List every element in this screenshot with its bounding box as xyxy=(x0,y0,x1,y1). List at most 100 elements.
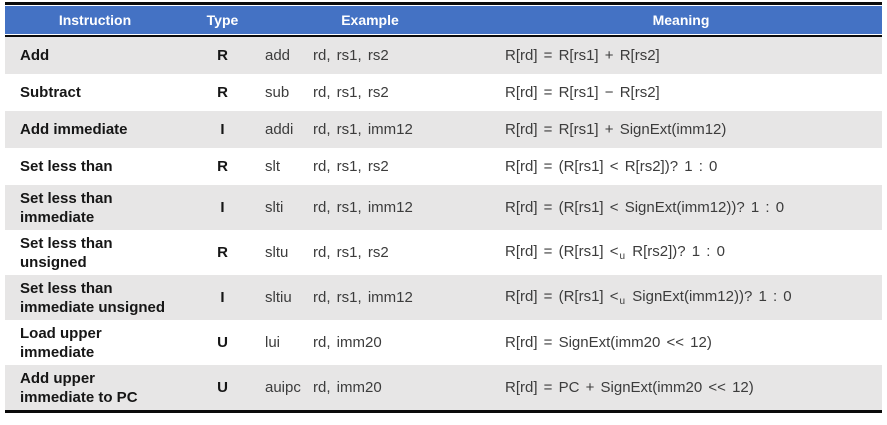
meaning-text: R[rd] = PC + SignExt(imm20 << 12) xyxy=(505,379,754,396)
meaning-text-cont: SignExt(imm12))? 1 : 0 xyxy=(626,288,792,305)
instruction-name-line1: Add upper xyxy=(20,369,95,387)
table-row: Add upper immediate to PC U auipc rd, imm… xyxy=(5,365,882,410)
header-example: Example xyxy=(341,12,399,28)
instruction-name-line2: immediate unsigned xyxy=(20,298,166,316)
example-mnemonic: auipc xyxy=(265,379,301,396)
example-mnemonic: slti xyxy=(265,199,284,216)
meaning-subscript: u xyxy=(619,251,626,262)
instruction-name: Set less than xyxy=(5,157,185,176)
example-operands: rd, rs1, imm12 xyxy=(313,199,413,216)
instruction-example: add rd, rs1, rs2 xyxy=(260,47,480,64)
header-type: Type xyxy=(206,12,239,28)
example-operands: rd, imm20 xyxy=(313,334,382,351)
instruction-type: R xyxy=(217,158,228,175)
table-row: Set less than immediate I slti rd, rs1, i… xyxy=(5,185,882,230)
instruction-name-line1: Set less than xyxy=(20,189,113,207)
instruction-type: I xyxy=(220,289,225,306)
instruction-type: U xyxy=(217,334,228,351)
instruction-meaning: R[rd] = SignExt(imm20 << 12) xyxy=(480,334,882,351)
instruction-name: Add immediate xyxy=(5,120,185,139)
instruction-type: R xyxy=(217,244,228,261)
instruction-name: Add upper immediate to PC xyxy=(5,369,185,407)
instruction-name-line2: immediate xyxy=(20,208,95,226)
example-mnemonic: addi xyxy=(265,121,294,138)
instruction-name: Add xyxy=(5,46,185,65)
example-mnemonic: slt xyxy=(265,158,280,175)
example-mnemonic: add xyxy=(265,47,291,64)
example-operands: rd, imm20 xyxy=(313,379,382,396)
instruction-example: slti rd, rs1, imm12 xyxy=(260,199,480,216)
instruction-name-line1: Set less than xyxy=(20,234,113,252)
instruction-name: Set less than immediate unsigned xyxy=(5,279,185,317)
table-row: Set less than R slt rd, rs1, rs2 R[rd] = … xyxy=(5,148,882,185)
instruction-type: I xyxy=(220,121,225,138)
meaning-text: R[rd] = (R[rs1] < R[rs2])? 1 : 0 xyxy=(505,158,718,175)
table-top-border xyxy=(5,2,882,5)
meaning-text: R[rd] = (R[rs1] < xyxy=(505,243,619,260)
instruction-example: sltiu rd, rs1, imm12 xyxy=(260,289,480,306)
meaning-subscript: u xyxy=(619,296,626,307)
table-body: Add R add rd, rs1, rs2 R[rd] = R[rs1] + R… xyxy=(5,37,882,410)
example-operands: rd, rs1, rs2 xyxy=(313,47,389,64)
instruction-example: lui rd, imm20 xyxy=(260,334,480,351)
instruction-meaning: R[rd] = (R[rs1] <u SignExt(imm12))? 1 : … xyxy=(480,288,882,307)
meaning-text: R[rd] = SignExt(imm20 << 12) xyxy=(505,334,712,351)
meaning-text: R[rd] = (R[rs1] < SignExt(imm12))? 1 : 0 xyxy=(505,199,785,216)
instruction-name: Set less than unsigned xyxy=(5,234,185,272)
example-operands: rd, rs1, imm12 xyxy=(313,289,413,306)
instruction-name: Set less than immediate xyxy=(5,189,185,227)
instruction-name-line2: unsigned xyxy=(20,253,87,271)
instruction-name-line2: immediate to PC xyxy=(20,388,138,406)
table-row: Add immediate I addi rd, rs1, imm12 R[rd]… xyxy=(5,111,882,148)
table-header-row: Instruction Type Example Meaning xyxy=(5,6,882,34)
table-row: Add R add rd, rs1, rs2 R[rd] = R[rs1] + R… xyxy=(5,37,882,74)
instruction-meaning: R[rd] = (R[rs1] < SignExt(imm12))? 1 : 0 xyxy=(480,199,882,216)
instruction-meaning: R[rd] = (R[rs1] < R[rs2])? 1 : 0 xyxy=(480,158,882,175)
instruction-table: Instruction Type Example Meaning Add R a… xyxy=(5,2,882,413)
instruction-name-line1: Set less than xyxy=(20,158,113,175)
example-mnemonic: sltiu xyxy=(265,289,292,306)
meaning-text: R[rd] = R[rs1] + SignExt(imm12) xyxy=(505,121,727,138)
header-meaning: Meaning xyxy=(652,12,710,28)
example-operands: rd, rs1, rs2 xyxy=(313,244,389,261)
instruction-name-line2: immediate xyxy=(20,343,95,361)
instruction-type: R xyxy=(217,47,228,64)
meaning-text: R[rd] = (R[rs1] < xyxy=(505,288,619,305)
instruction-type: R xyxy=(217,84,228,101)
table-row: Load upper immediate U lui rd, imm20 R[rd… xyxy=(5,320,882,365)
instruction-name: Subtract xyxy=(5,83,185,102)
header-underline xyxy=(5,35,882,37)
example-mnemonic: lui xyxy=(265,334,281,351)
instruction-type: U xyxy=(217,379,228,396)
table-row: Set less than immediate unsigned I sltiu… xyxy=(5,275,882,320)
instruction-meaning: R[rd] = (R[rs1] <u R[rs2])? 1 : 0 xyxy=(480,243,882,262)
meaning-text: R[rd] = R[rs1] − R[rs2] xyxy=(505,84,660,101)
example-mnemonic: sltu xyxy=(265,244,289,261)
table-row: Subtract R sub rd, rs1, rs2 R[rd] = R[rs1… xyxy=(5,74,882,111)
instruction-meaning: R[rd] = PC + SignExt(imm20 << 12) xyxy=(480,379,882,396)
instruction-meaning: R[rd] = R[rs1] − R[rs2] xyxy=(480,84,882,101)
table-bottom-border xyxy=(5,410,882,413)
instruction-example: auipc rd, imm20 xyxy=(260,379,480,396)
instruction-meaning: R[rd] = R[rs1] + R[rs2] xyxy=(480,47,882,64)
instruction-example: addi rd, rs1, imm12 xyxy=(260,121,480,138)
instruction-example: slt rd, rs1, rs2 xyxy=(260,158,480,175)
instruction-name-line1: Load upper xyxy=(20,324,102,342)
instruction-meaning: R[rd] = R[rs1] + SignExt(imm12) xyxy=(480,121,882,138)
example-operands: rd, rs1, rs2 xyxy=(313,84,389,101)
instruction-type: I xyxy=(220,199,225,216)
header-instruction: Instruction xyxy=(58,12,132,28)
meaning-text: R[rd] = R[rs1] + R[rs2] xyxy=(505,47,660,64)
instruction-name: Load upper immediate xyxy=(5,324,185,362)
instruction-example: sltu rd, rs1, rs2 xyxy=(260,244,480,261)
table-row: Set less than unsigned R sltu rd, rs1, rs… xyxy=(5,230,882,275)
example-operands: rd, rs1, imm12 xyxy=(313,121,413,138)
instruction-name-line1: Add immediate xyxy=(20,121,128,138)
instruction-name-line1: Add xyxy=(20,47,50,64)
instruction-name-line1: Subtract xyxy=(20,84,81,101)
meaning-text-cont: R[rs2])? 1 : 0 xyxy=(626,243,725,260)
example-operands: rd, rs1, rs2 xyxy=(313,158,389,175)
example-mnemonic: sub xyxy=(265,84,290,101)
instruction-name-line1: Set less than xyxy=(20,279,113,297)
instruction-example: sub rd, rs1, rs2 xyxy=(260,84,480,101)
